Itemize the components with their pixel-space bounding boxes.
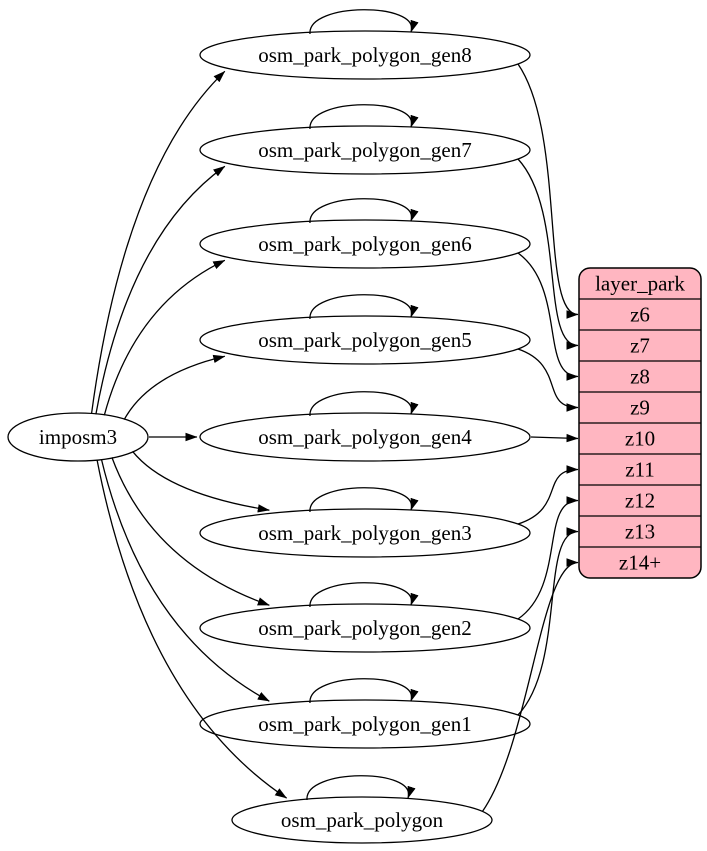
edge-imposm3-to-osm_park_polygon [96, 459, 287, 799]
record-row-label-z6: z6 [630, 303, 650, 327]
edge-imposm3-to-osm_park_polygon_gen8 [90, 70, 226, 414]
table-node-osm_park_polygon [231, 796, 493, 844]
source-node-imposm3 [7, 412, 149, 462]
edge-imposm3-to-osm_park_polygon_gen3 [131, 450, 270, 513]
table-node-label-osm_park_polygon_gen2: osm_park_polygon_gen2 [258, 616, 471, 640]
record-title-layer_park: layer_park [595, 272, 685, 296]
table-node-label-osm_park_polygon_gen3: osm_park_polygon_gen3 [258, 521, 471, 545]
nodes-layer [7, 30, 702, 844]
table-node-label-osm_park_polygon: osm_park_polygon [281, 808, 444, 832]
edge-osm_park_polygon_gen6-to-z8 [517, 252, 579, 381]
record-row-label-z9: z9 [630, 396, 650, 420]
record-row-label-z8: z8 [630, 365, 650, 389]
table-node-osm_park_polygon_gen8 [199, 30, 531, 80]
edge-osm_park_polygon_gen2-to-z12 [517, 496, 579, 620]
table-node-label-osm_park_polygon_gen1: osm_park_polygon_gen1 [258, 712, 471, 736]
record-row-label-z14+: z14+ [619, 551, 661, 575]
record-row-label-z11: z11 [625, 458, 655, 482]
edge-osm_park_polygon_gen4-to-z10 [530, 433, 579, 443]
self-loop-osm_park_polygon_gen5 [309, 294, 419, 320]
edge-imposm3-to-osm_park_polygon_gen7 [95, 165, 226, 415]
edge-osm_park_polygon_gen5-to-z9 [517, 348, 579, 412]
table-node-label-osm_park_polygon_gen7: osm_park_polygon_gen7 [258, 138, 471, 162]
self-loop-osm_park_polygon_gen2 [309, 582, 419, 608]
table-node-label-osm_park_polygon_gen4: osm_park_polygon_gen4 [258, 425, 472, 449]
edge-imposm3-to-osm_park_polygon_gen2 [111, 457, 270, 606]
edge-osm_park_polygon_gen8-to-z6 [517, 63, 579, 319]
table-node-osm_park_polygon_gen1 [199, 699, 531, 749]
table-node-label-osm_park_polygon_gen6: osm_park_polygon_gen6 [258, 232, 471, 256]
table-node-osm_park_polygon_gen6 [199, 219, 531, 269]
edge-osm_park_polygon-to-z14+ [481, 558, 579, 812]
table-node-osm_park_polygon_gen3 [199, 508, 531, 558]
record-row-label-z10: z10 [625, 427, 655, 451]
self-loop-osm_park_polygon [306, 775, 416, 801]
record-row-label-z12: z12 [625, 489, 655, 513]
source-node-label-imposm3: imposm3 [39, 425, 117, 449]
edge-imposm3-to-osm_park_polygon_gen1 [100, 458, 270, 702]
edge-imposm3-to-osm_park_polygon_gen6 [103, 259, 226, 416]
edges-layer [90, 9, 579, 812]
table-node-osm_park_polygon_gen5 [199, 315, 531, 365]
record-row-label-z7: z7 [630, 334, 650, 358]
edge-imposm3-to-osm_park_polygon_gen5 [123, 354, 226, 420]
self-loop-osm_park_polygon_gen4 [309, 391, 419, 417]
table-node-label-osm_park_polygon_gen5: osm_park_polygon_gen5 [258, 328, 471, 352]
edge-osm_park_polygon_gen3-to-z11 [517, 465, 579, 525]
edge-osm_park_polygon_gen7-to-z7 [517, 158, 579, 350]
self-loop-osm_park_polygon_gen8 [309, 9, 419, 35]
self-loop-osm_park_polygon_gen1 [309, 678, 419, 704]
table-node-label-osm_park_polygon_gen8: osm_park_polygon_gen8 [258, 43, 471, 67]
table-node-osm_park_polygon_gen2 [199, 603, 531, 653]
table-node-osm_park_polygon_gen7 [199, 125, 531, 175]
self-loop-osm_park_polygon_gen6 [309, 198, 419, 224]
edge-osm_park_polygon_gen1-to-z13 [517, 527, 579, 716]
table-node-osm_park_polygon_gen4 [199, 412, 531, 462]
self-loop-osm_park_polygon_gen3 [309, 487, 419, 513]
record-row-label-z13: z13 [625, 520, 655, 544]
self-loop-osm_park_polygon_gen7 [309, 104, 419, 130]
labels-layer: imposm3 osm_park_polygon_gen8 osm_park_pol… [39, 43, 685, 832]
